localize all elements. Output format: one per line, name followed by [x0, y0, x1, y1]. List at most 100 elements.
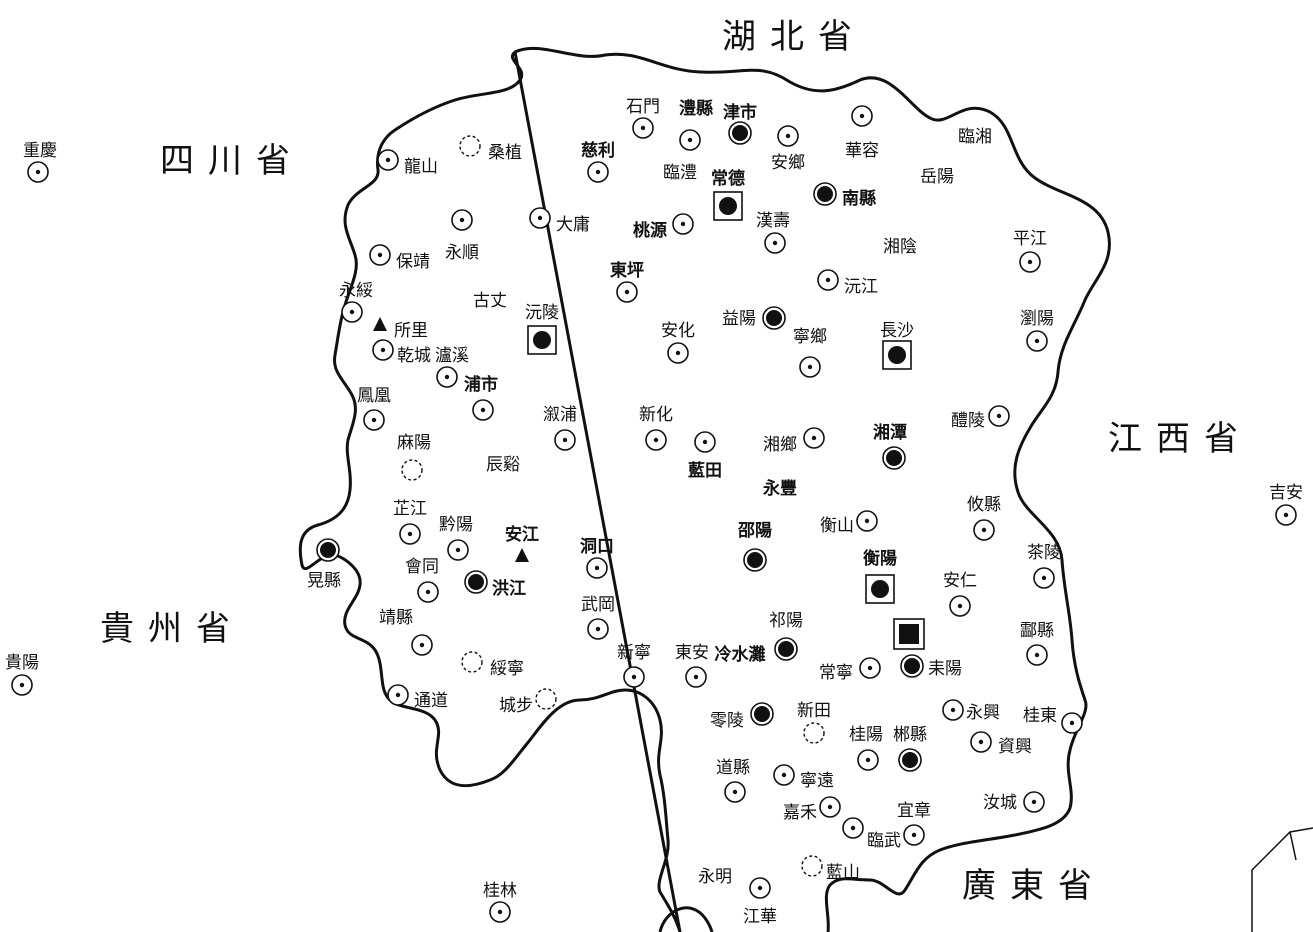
place-label-liuyang: 瀏陽	[1020, 309, 1054, 329]
place-label-yiyang: 益陽	[722, 309, 756, 329]
place-marker-dot-icon	[411, 634, 433, 656]
place-marker-dot-icon	[372, 339, 394, 361]
place-xinning: 新寧	[617, 643, 651, 688]
place-yongming: 永明	[698, 867, 732, 887]
place-marker-dot-icon	[1023, 791, 1045, 813]
place-label-guiyang_hn: 桂陽	[849, 725, 883, 745]
place-lingxian: 酃縣	[1020, 621, 1054, 666]
place-label-xupu: 溆浦	[543, 405, 577, 425]
place-marker-dot-icon	[27, 161, 49, 183]
place-marker-filled-icon	[762, 306, 786, 330]
place-marker-dot-icon	[859, 657, 881, 679]
place-marker-triangle-icon	[373, 317, 387, 331]
place-lengshuitan: 冷水灘	[715, 637, 798, 665]
place-marker-dot-icon	[749, 877, 771, 899]
place-label-anxiang: 安鄉	[771, 153, 805, 173]
place-yuanling: 沅陵	[525, 303, 559, 355]
place-label-chaling: 茶陵	[1027, 543, 1061, 563]
place-yuanjiang: 沅江	[817, 269, 878, 297]
place-marker-filled-icon	[743, 548, 767, 572]
place-label-lantian: 藍田	[688, 460, 722, 481]
place-anren: 安仁	[943, 571, 977, 617]
place-label-xiangtan: 湘潭	[873, 422, 907, 443]
place-luxi: 瀘溪	[435, 346, 469, 366]
place-marker-square-icon	[882, 340, 912, 370]
place-label-huarong: 華容	[845, 141, 879, 161]
place-anjiang: 安江	[505, 524, 539, 562]
place-label-guzhang: 古丈	[473, 291, 507, 311]
place-longshan: 龍山	[377, 149, 438, 177]
place-marker-dot-icon	[451, 209, 473, 231]
place-jian: 吉安	[1269, 483, 1303, 526]
place-marker-dot-icon	[489, 901, 511, 923]
place-jianghua: 江華	[743, 877, 777, 927]
place-yiyang: 益陽	[722, 306, 786, 330]
place-label-zixing: 資興	[998, 737, 1032, 757]
place-zixing: 資興	[970, 731, 1032, 757]
place-rucheng: 汝城	[983, 791, 1045, 813]
place-label-lingxian: 酃縣	[1020, 621, 1054, 641]
place-marker-dot-icon	[856, 510, 878, 532]
place-label-guidong: 桂東	[1023, 706, 1057, 726]
place-marker-dot-icon	[447, 539, 469, 561]
place-marker-dot-icon	[623, 666, 645, 688]
place-marker-triangle-icon	[515, 548, 529, 562]
place-label-lanshan: 藍山	[826, 863, 860, 883]
place-leiyang: 耒陽	[900, 654, 962, 679]
place-guilin: 桂林	[483, 881, 517, 923]
place-marker-dot-icon	[472, 399, 494, 421]
place-anxiang: 安鄉	[771, 125, 805, 173]
place-marker-square-icon	[713, 191, 743, 221]
place-label-chongqing: 重慶	[23, 141, 57, 161]
place-label-taoyuan: 桃源	[633, 220, 667, 241]
place-marker-dot-icon	[341, 301, 363, 323]
southern-boundary	[658, 906, 714, 932]
place-label-lengshuitan: 冷水灘	[715, 644, 766, 665]
place-linli: 臨澧	[663, 163, 697, 183]
place-label-shaoyang: 邵陽	[737, 521, 772, 541]
place-marker-dot-icon	[1026, 330, 1048, 352]
place-yongfeng: 永豐	[762, 478, 797, 499]
place-marker-dot-icon	[529, 207, 551, 229]
place-label-hongjiang: 洪江	[492, 578, 526, 599]
place-nanxian: 南縣	[813, 182, 876, 209]
place-linwu: 臨武	[842, 817, 901, 851]
place-marker-dot-icon	[369, 244, 391, 266]
place-marker-dot-icon	[694, 431, 716, 453]
inset-frame	[1251, 827, 1313, 932]
place-label-guilin: 桂林	[483, 881, 517, 901]
place-jingxian: 靖縣	[379, 608, 433, 656]
place-marker-filled-icon	[882, 446, 906, 470]
place-marker-dot-icon	[777, 125, 799, 147]
place-liling: 醴陵	[951, 405, 1010, 431]
place-label-anhua: 安化	[661, 321, 695, 341]
place-guiyang: 貴陽	[5, 653, 39, 696]
place-label-xinning: 新寧	[617, 643, 651, 663]
place-label-yongsui: 永綏	[339, 281, 373, 301]
place-youxian: 攸縣	[967, 495, 1001, 541]
place-label-dayong: 大庸	[556, 215, 590, 235]
province-label-guangdong: 廣東省	[962, 866, 1106, 906]
place-lantian: 藍田	[688, 431, 722, 481]
place-marker-dot-icon	[819, 796, 841, 818]
place-qiyang: 祁陽	[769, 611, 803, 631]
place-label-ningyuan: 寧遠	[800, 771, 834, 791]
place-yizhang: 宜章	[897, 801, 931, 846]
place-label-anjiang: 安江	[505, 524, 539, 545]
province-boundary	[298, 46, 1111, 932]
place-guiyang_hn: 桂陽	[849, 725, 883, 771]
place-marker-square-icon	[527, 325, 557, 355]
place-yongshun: 永順	[445, 209, 479, 263]
place-label-anren: 安仁	[943, 571, 977, 591]
place-marker-dot-icon	[436, 366, 458, 388]
place-label-chengbu: 城步	[499, 696, 533, 716]
place-label-jian: 吉安	[1269, 483, 1303, 503]
place-xiangxiang: 湘鄉	[763, 427, 825, 455]
place-label-jinshi: 津市	[723, 102, 757, 123]
place-dayong: 大庸	[529, 207, 590, 235]
place-marker-dashed-icon	[803, 722, 825, 744]
place-xiangyin: 湘陰	[883, 237, 917, 257]
place-marker-dot-icon	[724, 781, 746, 803]
place-marker-filled-icon	[728, 121, 752, 145]
